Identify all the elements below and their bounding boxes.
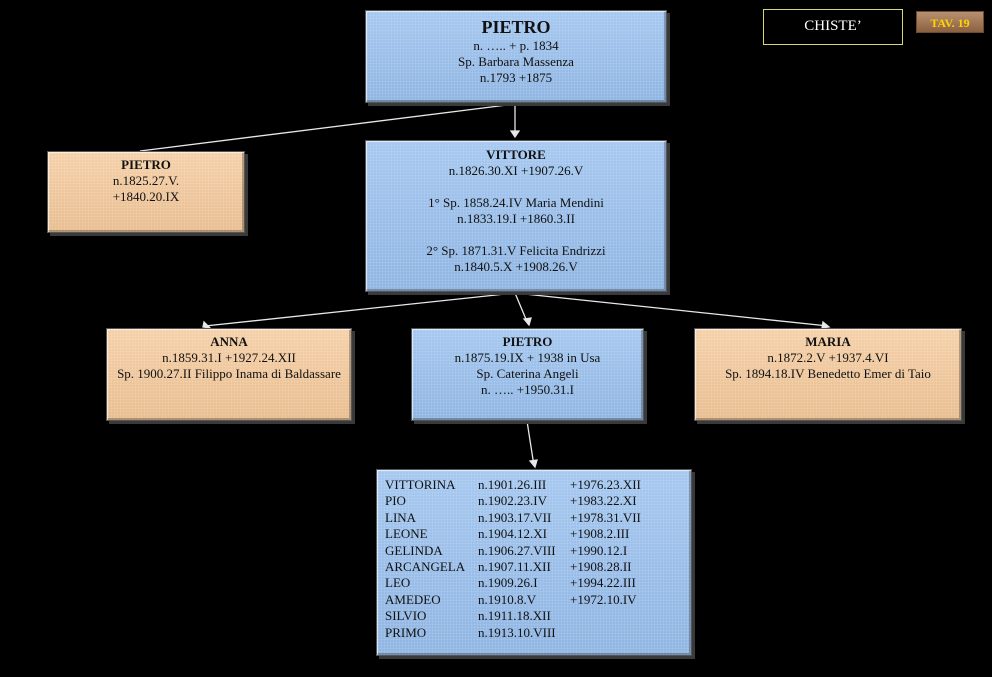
node-line: n.1859.31.I +1927.24.XII	[162, 350, 296, 365]
child-death: +1976.23.XII	[570, 477, 641, 492]
link-pietro-to-children	[526, 420, 535, 467]
arrowhead	[202, 320, 212, 329]
node-line: n.1872.2.V +1937.4.VI	[767, 350, 889, 365]
child-name: GELINDA	[385, 542, 443, 558]
child-birth: n.1903.17.VII	[478, 509, 552, 525]
child-death: +1990.12.I	[570, 542, 628, 558]
node-line: Sp. 1894.18.IV Benedetto Emer di Taio	[725, 366, 931, 381]
child-name: SILVIO	[385, 608, 427, 624]
child-birth: n.1902.23.IV	[478, 493, 547, 509]
node-name: VITTORE	[486, 147, 546, 162]
node-line: Sp. 1900.27.II Filippo Inama di Baldassa…	[117, 366, 341, 381]
children-rows: VITTORINA n.1901.26.III +1976.23.XII PIO n.1…	[385, 477, 683, 641]
child-death: +1908.2.III	[570, 526, 630, 542]
child-name: VITTORINA	[385, 477, 456, 492]
node-line: n. ….. + p. 1834	[473, 38, 559, 53]
child-death: +1994.22.III	[570, 575, 636, 591]
child-name: PRIMO	[385, 624, 427, 640]
child-name: PIO	[385, 493, 406, 509]
child-birth: n.1911.18.XII	[478, 608, 551, 624]
node-name: PIETRO	[121, 157, 171, 172]
link-root-to-pietro-left	[139, 103, 516, 152]
node-line: 1° Sp. 1858.24.IV Maria Mendini	[428, 195, 604, 210]
node-name: ANNA	[210, 334, 248, 349]
child-name: LEO	[385, 575, 411, 591]
child-row: ARCANGELA n.1907.11.XII +1908.28.II	[385, 559, 683, 575]
child-birth: n.1906.27.VIII	[478, 542, 556, 558]
node-name: MARIA	[805, 334, 851, 349]
child-death: +1983.22.XI	[570, 493, 637, 509]
node-pietro-root: PIETRO n. ….. + p. 1834 Sp. Barbara Mass…	[365, 10, 667, 103]
node-line: n.1833.19.I +1860.3.II	[457, 211, 575, 226]
child-birth: n.1910.8.V	[478, 591, 537, 607]
child-row: SILVIO n.1911.18.XII	[385, 608, 683, 624]
arrowhead	[522, 317, 532, 327]
node-line: n.1826.30.XI +1907.26.V	[448, 163, 584, 178]
node-pietro-left: PIETRO n.1825.27.V. +1840.20.IX	[47, 151, 245, 233]
node-name: PIETRO	[502, 334, 553, 349]
node-line: n.1793 +1875	[479, 70, 553, 85]
child-birth: n.1909.26.I	[478, 575, 538, 591]
child-name: LINA	[385, 509, 417, 525]
child-row: GELINDA n.1906.27.VIII +1990.12.I	[385, 543, 683, 559]
node-line: Sp. Barbara Massenza	[458, 54, 574, 69]
node-pietro-child: PIETRO n.1875.19.IX + 1938 in Usa Sp. Ca…	[411, 328, 644, 421]
family-title: CHISTE’	[763, 9, 903, 45]
child-row: LEO n.1909.26.I +1994.22.III	[385, 575, 683, 591]
node-maria: MARIA n.1872.2.V +1937.4.VI Sp. 1894.18.…	[694, 328, 962, 421]
node-line: 2° Sp. 1871.31.V Felicita Endrizzi	[426, 243, 606, 258]
child-row: LEONE n.1904.12.XI +1908.2.III	[385, 526, 683, 542]
spacer	[366, 179, 666, 195]
child-death: +1978.31.VII	[570, 509, 641, 525]
node-name: PIETRO	[481, 17, 551, 37]
arrowhead	[509, 130, 521, 139]
node-line: +1840.20.IX	[112, 189, 180, 204]
node-line: n. ….. +1950.31.I	[481, 382, 574, 397]
node-children-list: VITTORINA n.1901.26.III +1976.23.XII PIO n.1…	[376, 469, 692, 656]
child-row: LINA n.1903.17.VII +1978.31.VII	[385, 510, 683, 526]
node-line: n.1875.19.IX + 1938 in Usa	[454, 350, 601, 365]
child-row: PIO n.1902.23.IV +1983.22.XI	[385, 493, 683, 509]
node-line: Sp. Caterina Angeli	[476, 366, 579, 381]
link-vittore-to-maria	[514, 292, 829, 327]
child-name: LEONE	[385, 526, 428, 542]
arrowhead	[528, 459, 538, 469]
child-row: AMEDEO n.1910.8.V +1972.10.IV	[385, 592, 683, 608]
child-birth: n.1904.12.XI	[478, 526, 547, 542]
child-birth: n.1913.10.VIII	[478, 624, 556, 640]
child-row: PRIMO n.1913.10.VIII	[385, 625, 683, 641]
child-name: AMEDEO	[385, 591, 441, 607]
node-anna: ANNA n.1859.31.I +1927.24.XII Sp. 1900.2…	[106, 328, 352, 421]
link-vittore-to-anna	[204, 292, 516, 327]
node-vittore: VITTORE n.1826.30.XI +1907.26.V 1° Sp. 1…	[365, 140, 667, 292]
child-row: VITTORINA n.1901.26.III +1976.23.XII	[385, 477, 683, 493]
plate-badge: TAV. 19	[916, 11, 984, 33]
child-birth: n.1901.26.III	[478, 477, 547, 492]
child-death: +1908.28.II	[570, 559, 632, 575]
child-birth: n.1907.11.XII	[478, 559, 551, 575]
arrowhead	[821, 320, 831, 329]
node-line: n.1825.27.V.	[112, 173, 180, 188]
child-name: ARCANGELA	[385, 559, 466, 575]
node-line: n.1840.5.X +1908.26.V	[454, 259, 578, 274]
child-death: +1972.10.IV	[570, 591, 637, 607]
spacer	[366, 227, 666, 243]
